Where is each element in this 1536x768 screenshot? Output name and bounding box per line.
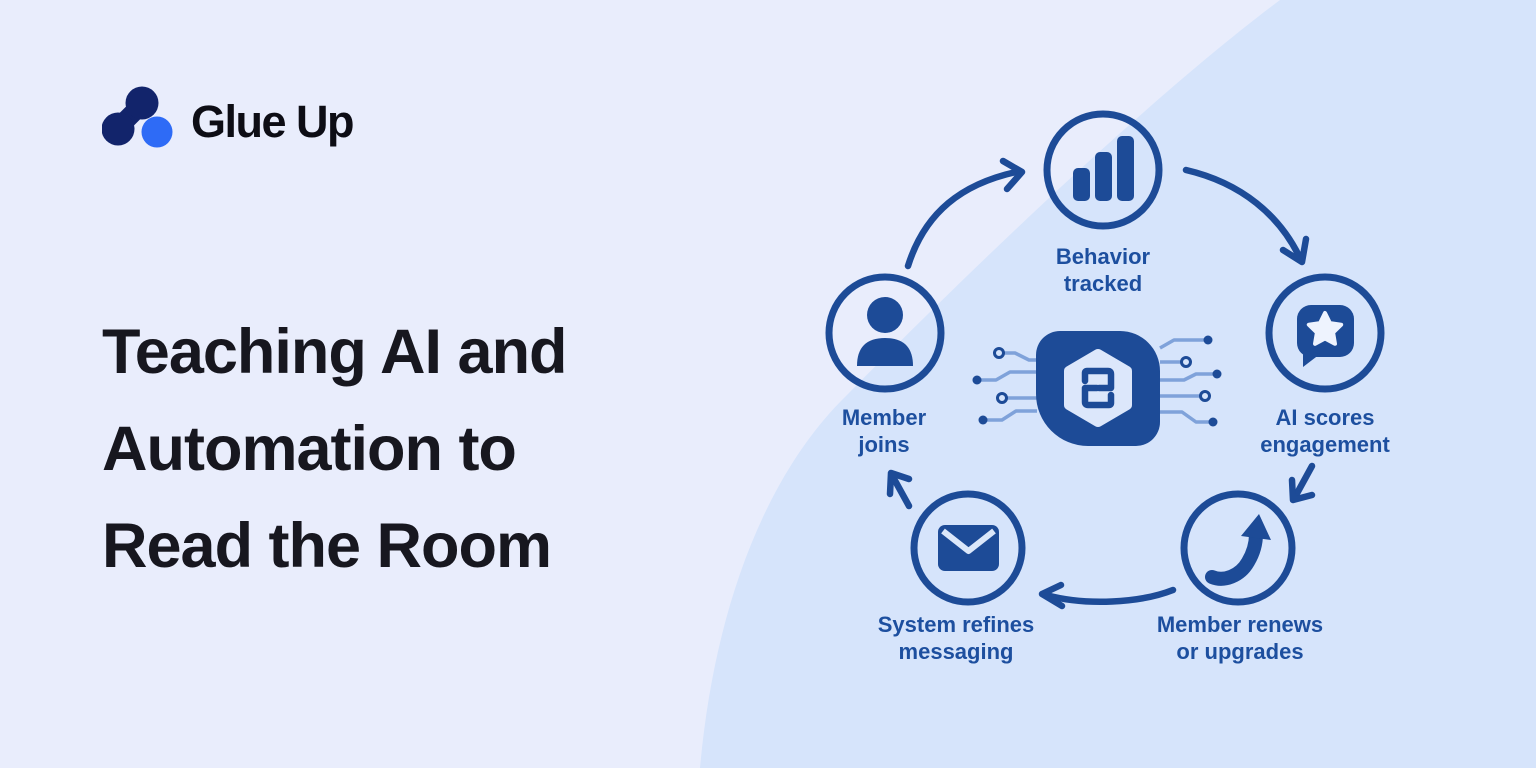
circuit-traces-icon [978, 338, 1213, 424]
node-circle-ai-scores [1265, 273, 1385, 393]
brand-logo: Glue Up [102, 84, 355, 154]
node-circle-member-renews [1180, 490, 1296, 606]
node-label-member-joins: Member joins [841, 405, 927, 457]
person-icon [857, 297, 913, 366]
glueup-logo-icon [102, 86, 173, 148]
star-speech-bubble-icon [1297, 305, 1354, 367]
node-circle-member-joins [825, 273, 945, 393]
trend-up-arrow-icon [1205, 514, 1271, 586]
arrow-behavior-to-ai-scores [1182, 166, 1310, 266]
brand-wordmark: Glue Up [191, 95, 355, 147]
arrow-renews-to-system [1038, 581, 1177, 610]
arrow-system-to-member-joins [886, 469, 913, 510]
arrow-member-joins-to-behavior [904, 157, 1026, 270]
glueup-chip-icon [1036, 331, 1160, 446]
node-label-member-renews: Member renews or upgrades [1156, 612, 1324, 664]
node-label-system-refines: System refines messaging [877, 612, 1035, 664]
bar-chart-icon [1073, 136, 1134, 201]
circuit-trace-dots [972, 335, 1222, 427]
node-circle-behavior-tracked [1043, 110, 1163, 230]
node-circle-system-refines [910, 490, 1026, 606]
arrow-ai-scores-to-renews [1288, 462, 1316, 504]
page-title: Teaching AI and Automation to Read the R… [102, 317, 568, 582]
hexagon-badge-icon [1064, 349, 1132, 427]
node-label-ai-scores: AI scores engagement [1260, 405, 1390, 457]
envelope-icon [938, 525, 999, 571]
node-label-behavior-tracked: Behavior tracked [1055, 244, 1151, 296]
